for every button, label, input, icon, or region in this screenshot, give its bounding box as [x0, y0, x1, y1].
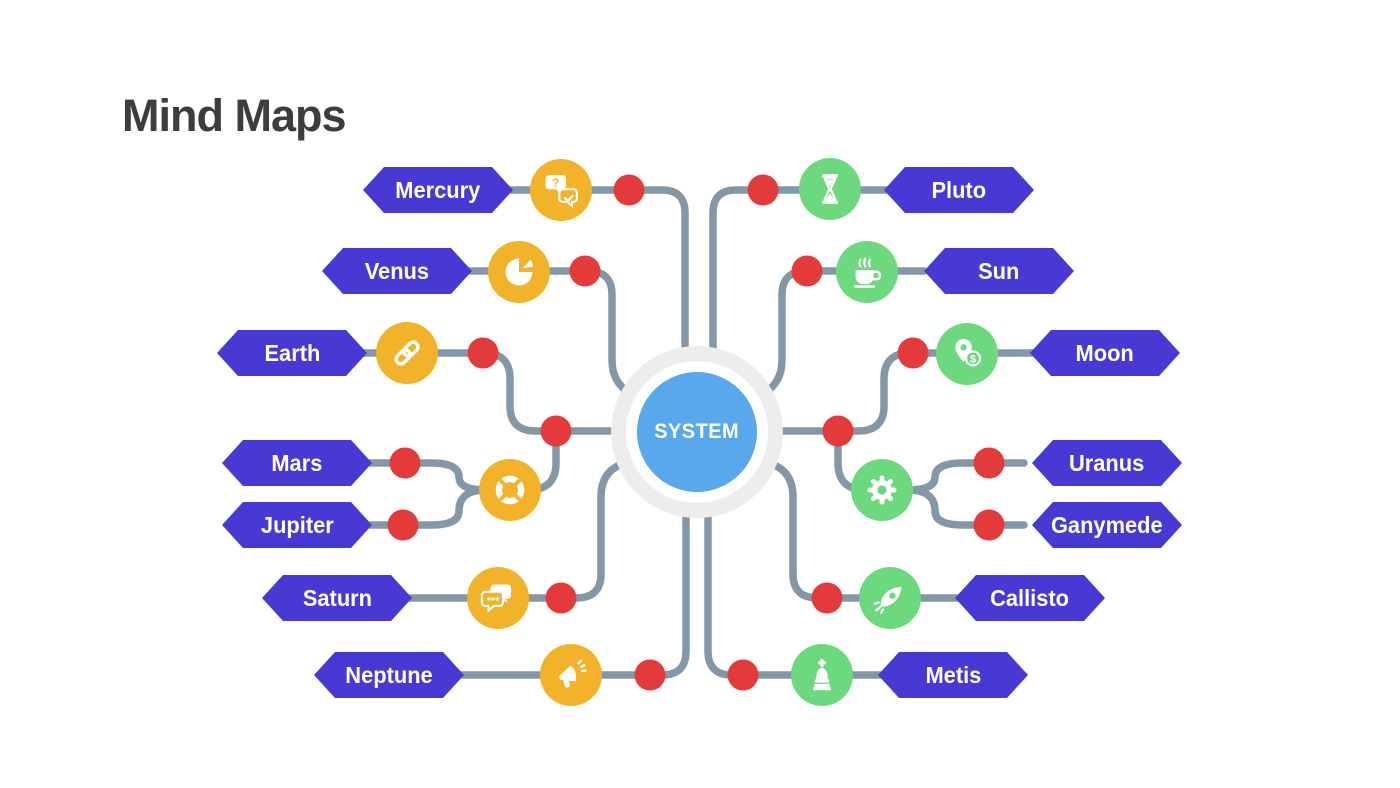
node-neptune: Neptune — [314, 652, 464, 698]
connector-path — [709, 186, 893, 361]
center-node: SYSTEM — [637, 372, 757, 492]
node-moon: Moon — [1030, 330, 1180, 376]
money-pin-icon — [936, 323, 998, 385]
connector-dot — [973, 447, 1005, 479]
qa-chat-icon — [530, 159, 592, 221]
node-label: Mars — [271, 449, 323, 476]
node-label: Sun — [978, 257, 1020, 284]
connector-dot — [897, 337, 929, 369]
lifebuoy-icon — [479, 459, 541, 521]
connector-dot — [389, 447, 421, 479]
node-label: Uranus — [1069, 449, 1145, 476]
chess-king-icon — [791, 644, 853, 706]
chat-dots-icon — [467, 567, 529, 629]
hourglass-icon — [799, 158, 861, 220]
node-label: Saturn — [302, 584, 372, 611]
connector-path — [501, 186, 689, 361]
node-uranus: Uranus — [1032, 440, 1182, 486]
node-label: Metis — [925, 661, 981, 688]
node-label: Venus — [364, 257, 430, 284]
node-pluto: Pluto — [884, 167, 1034, 213]
node-earth: Earth — [217, 330, 367, 376]
connector-dot — [545, 582, 577, 614]
node-sun: Sun — [924, 248, 1074, 294]
node-mercury: Mercury — [363, 167, 513, 213]
connector-path — [904, 486, 1028, 529]
connector-dot — [973, 509, 1005, 541]
connector-dot — [540, 415, 572, 447]
connector-dot — [791, 255, 823, 287]
node-label: Mercury — [395, 176, 481, 203]
coffee-cup-icon — [836, 241, 898, 303]
node-saturn: Saturn — [262, 575, 412, 621]
rocket-icon — [859, 567, 921, 629]
gear-icon — [851, 459, 913, 521]
connector-dot — [811, 582, 843, 614]
node-label: Earth — [264, 339, 320, 366]
connector-dot — [727, 659, 759, 691]
connector-dot — [387, 509, 419, 541]
connector-dot — [747, 174, 779, 206]
connector-path — [768, 460, 988, 602]
pie-chart-icon — [488, 241, 550, 303]
node-label: Neptune — [345, 661, 433, 688]
node-metis: Metis — [878, 652, 1028, 698]
node-ganymede: Ganymede — [1032, 502, 1182, 548]
node-label: Callisto — [990, 584, 1070, 611]
page-title: Mind Maps — [122, 90, 346, 141]
connector-dot — [822, 415, 854, 447]
megaphone-icon — [540, 644, 602, 706]
connector-path — [406, 460, 626, 602]
node-label: Jupiter — [260, 511, 334, 538]
node-label: Moon — [1075, 339, 1135, 366]
connector-dot — [613, 174, 645, 206]
node-venus: Venus — [322, 248, 472, 294]
connector-dot — [634, 659, 666, 691]
connector-dot — [467, 337, 499, 369]
center-node-ring: SYSTEM — [611, 346, 783, 518]
node-label: Pluto — [931, 176, 987, 203]
connector-path — [366, 486, 490, 529]
node-jupiter: Jupiter — [222, 502, 372, 548]
node-mars: Mars — [222, 440, 372, 486]
connector-dot — [569, 255, 601, 287]
chain-link-icon — [376, 322, 438, 384]
node-callisto: Callisto — [955, 575, 1105, 621]
node-label: Ganymede — [1051, 511, 1163, 538]
center-node-label: SYSTEM — [654, 420, 740, 443]
center-node-gap: SYSTEM — [626, 361, 768, 503]
